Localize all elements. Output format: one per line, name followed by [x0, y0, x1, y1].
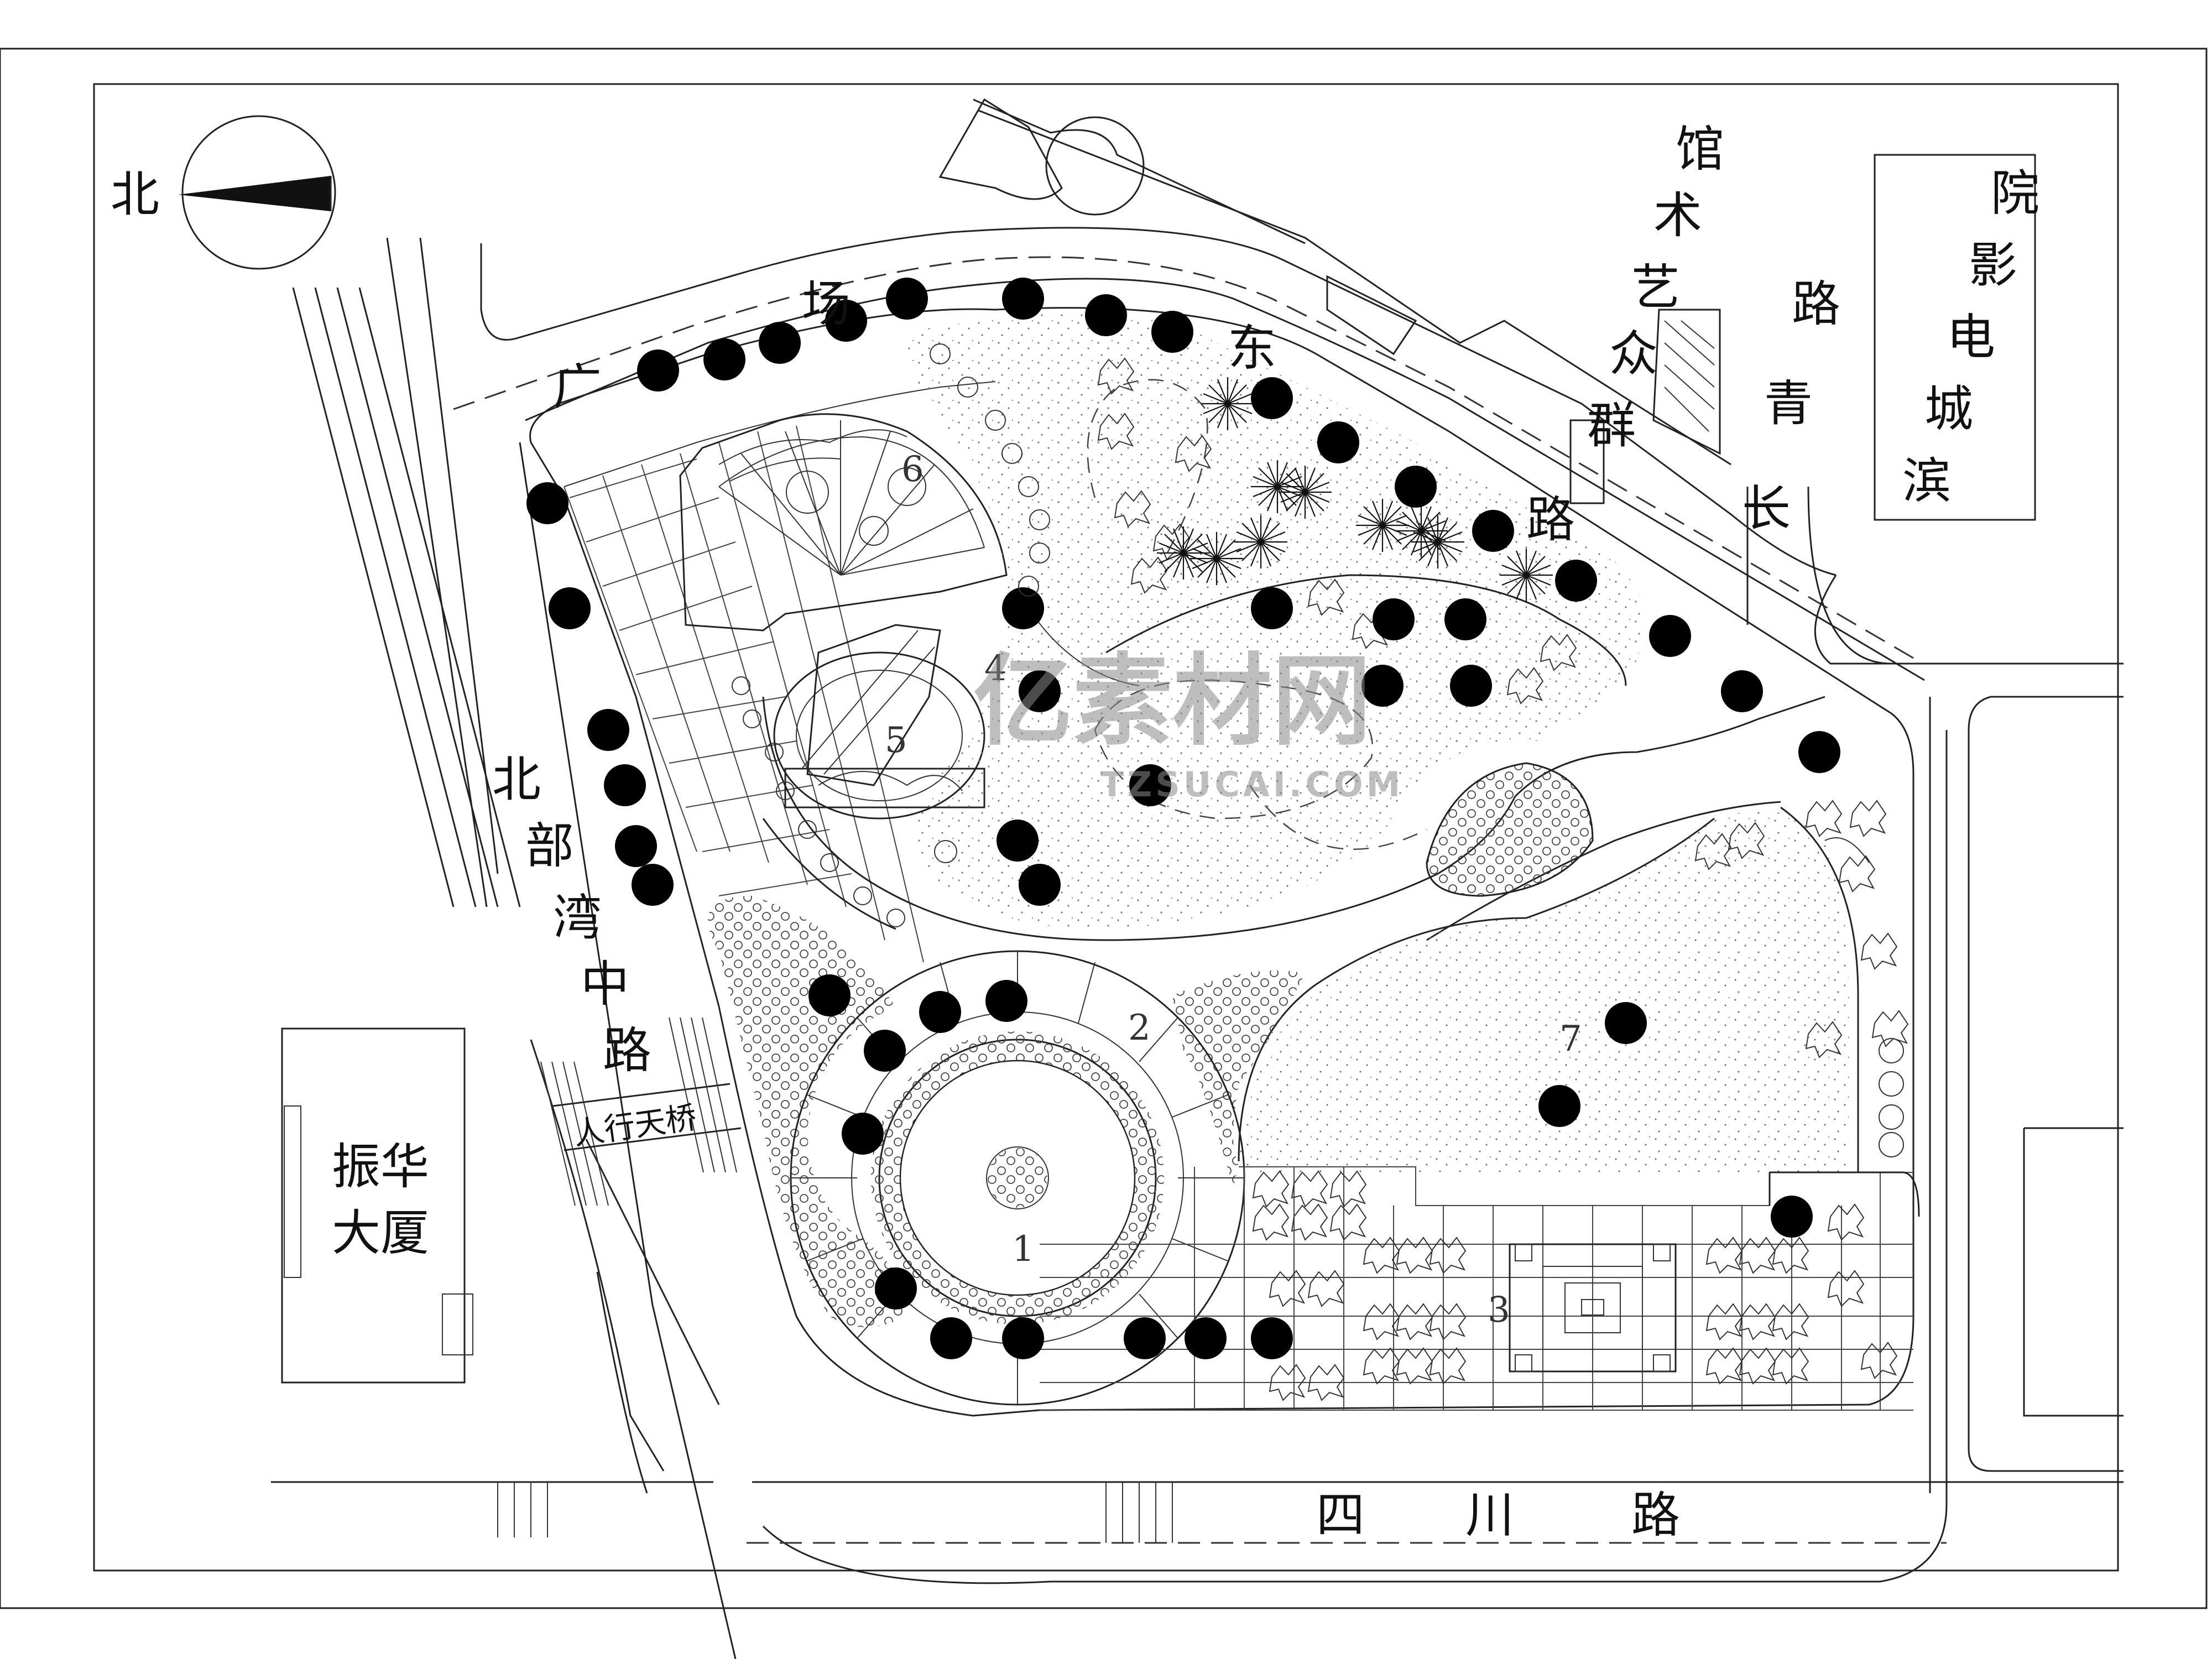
zone-1-circular-plaza [790, 950, 1245, 1406]
inner-frame [93, 83, 2119, 1572]
north-arrow-label: 北 [111, 166, 159, 223]
svg-text:路: 路 [1792, 275, 1840, 332]
zhenhua-building-outline [281, 1027, 473, 1384]
svg-text:路: 路 [1526, 491, 1575, 548]
outer-frame [0, 48, 2208, 1609]
changqing-road-label: 长 青 路 [1742, 275, 1840, 537]
east-gravel-bed [1427, 763, 1593, 896]
beibuwan-middle-road-label: 北 部 湾 中 路 [492, 751, 651, 1079]
svg-text:长: 长 [1742, 480, 1791, 537]
svg-text:场: 场 [802, 275, 851, 332]
cinema-outline [1874, 154, 2036, 521]
guangchang-east-road-label: 广 场 东 路 [553, 275, 1575, 548]
west-paving-grid [564, 425, 924, 963]
zone-1-label: 1 [1012, 1229, 1035, 1270]
svg-text:艺: 艺 [1631, 259, 1680, 316]
svg-text:广: 广 [553, 358, 602, 415]
svg-text:青: 青 [1764, 375, 1813, 432]
svg-text:路: 路 [1631, 1486, 1680, 1543]
beibuwan-road-edges [292, 237, 737, 1659]
zone-3-south-plaza [1040, 1166, 1920, 1411]
svg-text:术: 术 [1653, 187, 1702, 244]
zone-7-label: 7 [1559, 1019, 1582, 1060]
svg-text:院: 院 [1991, 165, 2039, 222]
svg-text:湾: 湾 [553, 889, 602, 946]
zhenhua-label-line1: 振华 [332, 1138, 429, 1195]
southwest-pebble-bed [708, 896, 907, 1327]
svg-text:馆: 馆 [1676, 121, 1724, 178]
svg-text:东: 东 [1228, 320, 1276, 377]
zone-5-label: 5 [885, 720, 907, 761]
cinema-label: 滨 城 电 影 院 [1902, 165, 2039, 509]
svg-text:中: 中 [581, 956, 629, 1013]
art-hall-label: 群 众 艺 术 馆 [1587, 121, 1724, 454]
zone-6-fan-garden [679, 413, 1008, 632]
svg-text:北: 北 [492, 751, 541, 808]
svg-text:川: 川 [1465, 1486, 1514, 1543]
sichuan-road-edges [271, 730, 2124, 1584]
guangchang-east-road-edges [453, 227, 2124, 1493]
watermark-sub: TZSUCAI.COM [1100, 764, 1404, 805]
sichuan-road-label: 四 川 路 [1316, 1486, 1680, 1543]
svg-text:电: 电 [1947, 309, 1995, 366]
footbridge-label: 人行天桥 [571, 1099, 699, 1152]
zone-2-label: 2 [1128, 1008, 1151, 1048]
north-arrow [178, 115, 336, 270]
zone-3-label: 3 [1488, 1290, 1510, 1331]
svg-text:部: 部 [525, 817, 574, 874]
svg-text:路: 路 [603, 1022, 651, 1079]
svg-text:群: 群 [1587, 397, 1636, 454]
svg-text:众: 众 [1609, 325, 1658, 382]
tree-dots [732, 343, 1904, 1157]
art-hall-outline [938, 98, 1731, 504]
svg-text:城: 城 [1924, 380, 1973, 437]
svg-text:滨: 滨 [1902, 452, 1951, 509]
footbridge [540, 1017, 742, 1206]
zone-4-label: 4 [984, 648, 1007, 689]
zone-6-label: 6 [901, 449, 924, 490]
svg-text:影: 影 [1969, 237, 2017, 294]
watermark-main: 亿素材网 [973, 644, 1371, 759]
zhenhua-label-line2: 大厦 [332, 1204, 429, 1261]
svg-text:四: 四 [1316, 1486, 1365, 1543]
